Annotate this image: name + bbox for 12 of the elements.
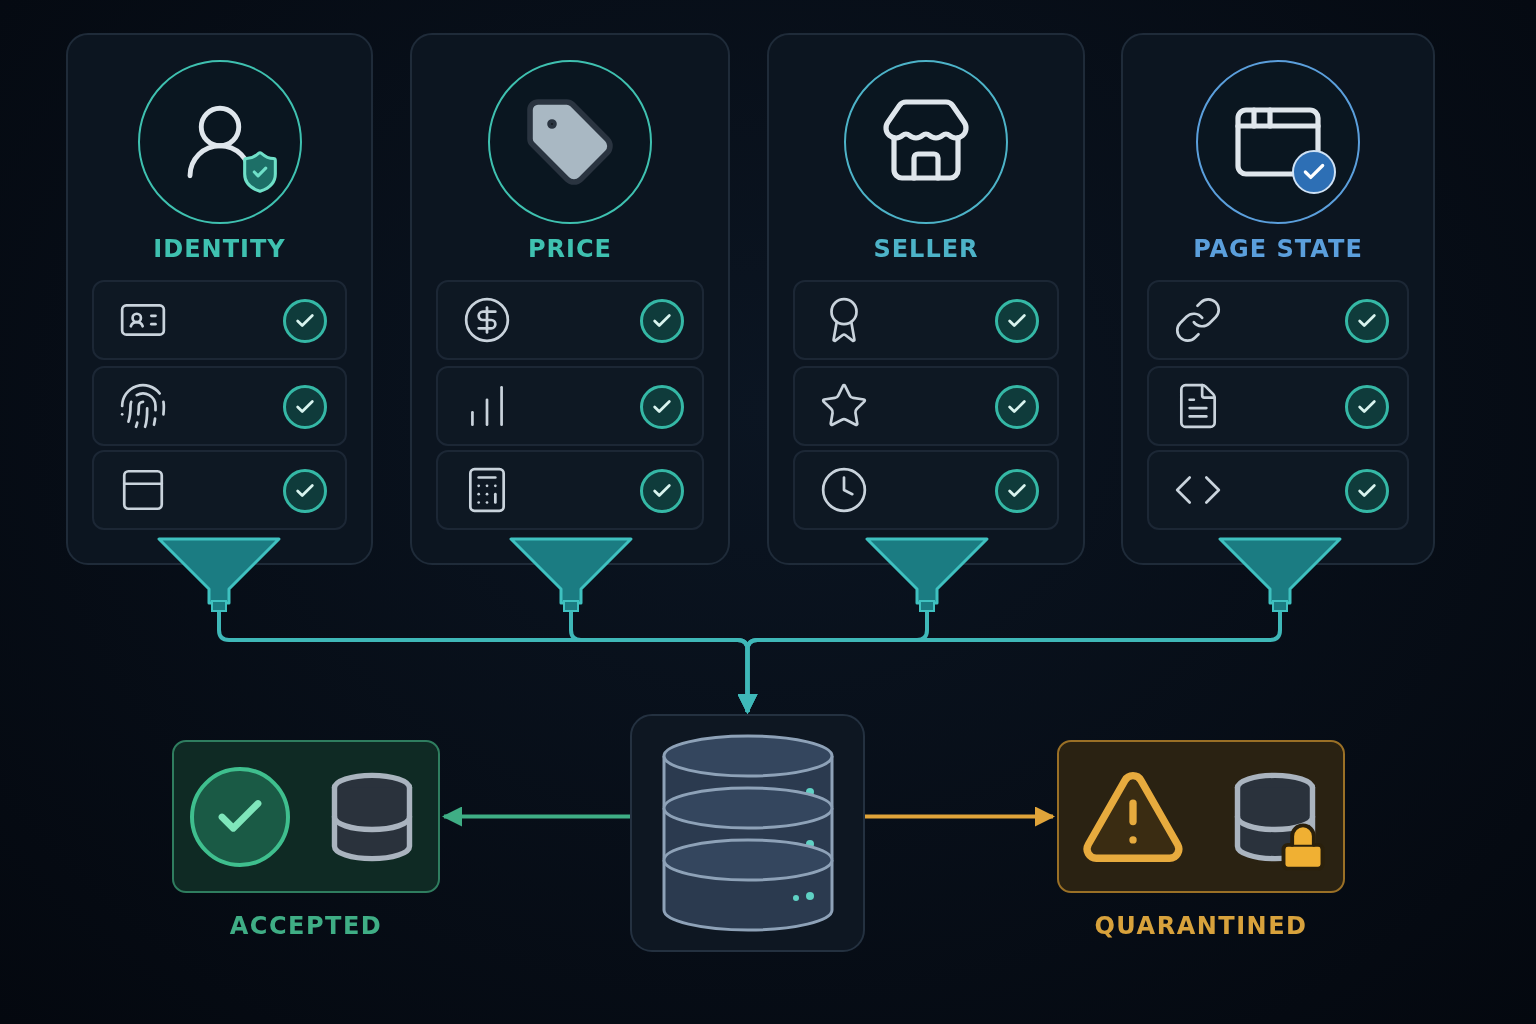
panel-title: IDENTITY	[152, 235, 287, 263]
arrow	[865, 806, 1055, 827]
category-card	[410, 33, 730, 565]
panel-title: PAGE STATE	[1192, 235, 1364, 263]
panel-title: QUARANTINED	[1093, 912, 1309, 940]
category-card	[66, 33, 373, 565]
category-card	[1121, 33, 1435, 565]
panel-title: PRICE	[527, 235, 613, 263]
category-card	[767, 33, 1085, 565]
panel-title: ACCEPTED	[228, 912, 384, 940]
panel-title: SELLER	[872, 235, 980, 263]
arrow	[442, 806, 630, 827]
